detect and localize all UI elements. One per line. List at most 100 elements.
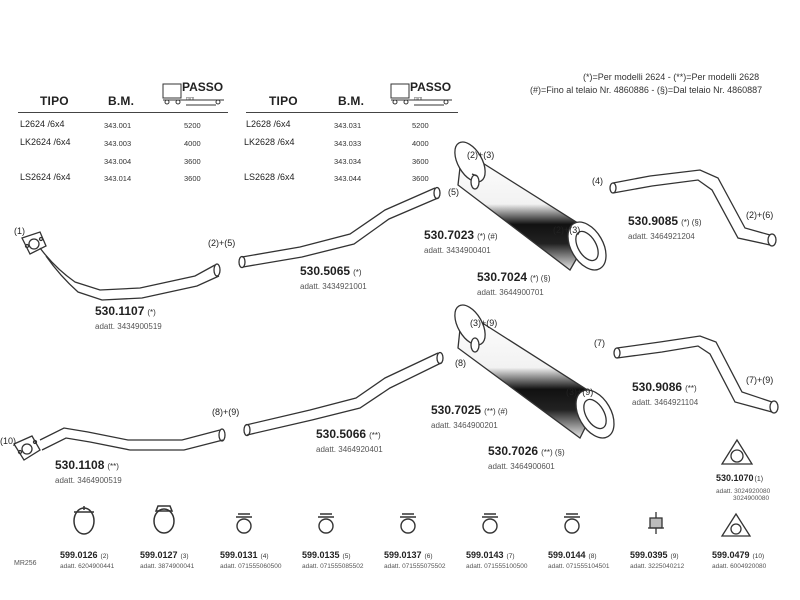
accessory-adatt: adatt. 3874900041 xyxy=(140,563,195,570)
part-tag: (*) (#) xyxy=(477,232,498,241)
front-pipe-530-1108 xyxy=(13,427,226,461)
callout-label: (3)+(9) xyxy=(470,318,498,328)
part-label-530-7025: 530.7025(**) (#) adatt. 3464900201 xyxy=(431,401,508,430)
table-cell-bm: 343.003 xyxy=(104,139,132,148)
table-cell-tipo: LS2624 /6x4 xyxy=(20,172,71,182)
u-bolt-clamp-icon xyxy=(318,513,334,534)
table-divider xyxy=(246,112,458,113)
table-cell-tipo: L2628 /6x4 xyxy=(246,119,291,129)
accessory-adatt: adatt. 071555060500 xyxy=(220,563,282,570)
table-header-bm: B.M. xyxy=(338,94,365,108)
tail-pipe-530-9085 xyxy=(609,169,777,247)
part-label-530-5066: 530.5066(**) adatt. 3464920401 xyxy=(316,425,383,454)
callout-label: (8) xyxy=(455,358,466,368)
part-adatt: adatt. 3434921001 xyxy=(300,282,367,291)
table-cell-bm: 343.034 xyxy=(334,157,362,166)
part-adatt: adatt. 3464900201 xyxy=(431,421,498,430)
accessory-number: 599.0144 xyxy=(548,550,586,560)
accessory-599-0144: 599.0144(8) adatt. 071555104501 xyxy=(548,545,609,570)
part-tag: (*) xyxy=(353,268,362,277)
part-number: 530.9085 xyxy=(628,214,679,228)
accessory-adatt: adatt. 3225040212 xyxy=(630,563,685,570)
part-number: 530.5066 xyxy=(316,427,367,441)
part-adatt: adatt. 3464920401 xyxy=(316,445,383,454)
passo-unit: mm xyxy=(414,96,423,102)
accessory-599-0143: 599.0143(7) adatt. 071555100500 xyxy=(466,545,527,570)
part-label-530-1108: 530.1108(**) adatt. 3464900519 xyxy=(55,456,122,485)
part-number: 530.7024 xyxy=(477,270,528,284)
accessory-adatt: adatt. 071555085502 xyxy=(302,563,364,570)
table-header-passo: PASSO xyxy=(410,80,452,94)
table-cell-bm: 343.031 xyxy=(334,121,362,130)
accessory-adatt: adatt. 6204900441 xyxy=(60,563,115,570)
table-cell-passo: 3600 xyxy=(412,157,429,166)
accessory-number: 599.0127 xyxy=(140,550,178,560)
accessory-number: 599.0135 xyxy=(302,550,340,560)
part-adatt: adatt. 3644900701 xyxy=(477,288,544,297)
clamp-icon xyxy=(73,506,95,535)
table-cell-bm: 343.044 xyxy=(334,174,362,183)
part-number: 530.5065 xyxy=(300,264,351,278)
table-cell-passo: 5200 xyxy=(412,121,429,130)
part-adatt: adatt. 3464921104 xyxy=(632,398,699,407)
table-cell-passo: 3600 xyxy=(184,174,201,183)
u-bolt-clamp-icon xyxy=(400,513,416,534)
part-number: 530.1107 xyxy=(95,304,145,318)
drawing-code: MR256 xyxy=(14,560,37,567)
accessory-adatt: adatt. 071555104501 xyxy=(548,563,610,570)
part-adatt: adatt. 3464900519 xyxy=(55,476,122,485)
silencer-530-7025 xyxy=(454,304,615,439)
table-cell-passo: 5200 xyxy=(184,121,201,130)
accessory-number: 599.0395 xyxy=(630,550,668,560)
table-cell-tipo: L2624 /6x4 xyxy=(20,119,65,129)
table-cell-passo: 4000 xyxy=(412,139,429,148)
accessory-599-0395: 599.0395(9) adatt. 3225040212 xyxy=(630,545,684,570)
accessory-adatt: adatt. 071555075502 xyxy=(384,563,446,570)
accessory-599-0137: 599.0137(6) adatt. 071555075502 xyxy=(384,545,445,570)
part-tag: (**) (#) xyxy=(484,407,508,416)
table-divider xyxy=(18,112,228,113)
accessory-tag: (9) xyxy=(670,553,679,560)
accessory-599-0126: 599.0126(2) adatt. 6204900441 xyxy=(60,545,114,570)
table-cell-bm: 343.004 xyxy=(104,157,132,166)
truck-icon xyxy=(390,83,452,106)
part-adatt: adatt. 3464900601 xyxy=(488,462,555,471)
part-number: 530.7025 xyxy=(431,403,482,417)
part-label-530-7026: 530.7026(**) (§) adatt. 3464900601 xyxy=(488,442,565,471)
callout-label: (1) xyxy=(14,226,25,236)
part-number: 530.1070 xyxy=(716,473,754,483)
passo-unit: mm xyxy=(186,96,195,102)
legend-note-chassis: (#)=Fino al telaio Nr. 4860886 - (§)=Dal… xyxy=(530,85,763,95)
part-number: 530.1108 xyxy=(55,458,105,472)
table-cell-bm: 343.033 xyxy=(334,139,362,148)
table-header-tipo: TIPO xyxy=(40,94,69,108)
part-label-530-1070: 530.1070(1) adatt. 3024920080 3024900080 xyxy=(716,468,770,502)
accessory-adatt: adatt. 6004920080 xyxy=(712,563,767,570)
table-cell-bm: 343.014 xyxy=(104,174,132,183)
intermediate-pipe-530-5066 xyxy=(243,351,444,437)
accessory-number: 599.0131 xyxy=(220,550,258,560)
gasket-icon xyxy=(720,512,752,537)
accessory-adatt: adatt. 071555100500 xyxy=(466,563,528,570)
part-tag: (**) (§) xyxy=(541,448,565,457)
table-cell-passo: 3600 xyxy=(412,174,429,183)
part-label-530-5065: 530.5065(*) adatt. 3434921001 xyxy=(300,262,367,291)
accessory-tag: (4) xyxy=(260,553,269,560)
part-tag: (1) xyxy=(754,476,764,483)
accessory-599-0131: 599.0131(4) adatt. 071555060500 xyxy=(220,545,281,570)
u-bolt-clamp-icon xyxy=(564,513,580,534)
callout-label: (7)+(9) xyxy=(746,375,774,385)
part-label-530-1107: 530.1107(*) adatt. 3434900519 xyxy=(95,302,162,331)
table-cell-passo: 3600 xyxy=(184,157,201,166)
accessory-tag: (5) xyxy=(342,553,351,560)
accessory-number: 599.0479 xyxy=(712,550,750,560)
accessory-number: 599.0137 xyxy=(384,550,422,560)
callout-label: (2)+(3) xyxy=(467,150,495,160)
accessory-tag: (2) xyxy=(100,553,109,560)
accessory-599-0479: 599.0479(10) adatt. 6004920080 xyxy=(712,545,766,570)
part-adatt: adatt. 3024920080 xyxy=(716,488,771,495)
accessory-tag: (8) xyxy=(588,553,597,560)
silencer-530-7023 xyxy=(454,141,607,271)
part-tag: (*) (§) xyxy=(681,218,702,227)
